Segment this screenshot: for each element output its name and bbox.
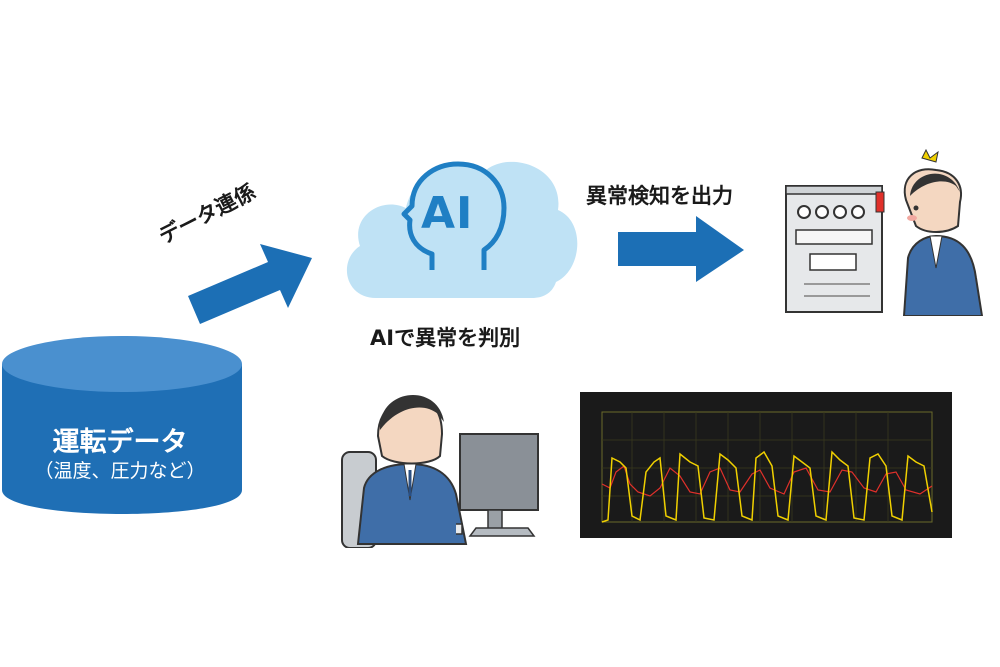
cloud-ai-text: AI — [421, 188, 474, 239]
cloud-ai-icon — [346, 161, 578, 298]
output-label: 異常検知を出力 — [586, 184, 733, 208]
ai-judge-label: AIで異常を判別 — [370, 326, 521, 350]
machine-panel-icon — [785, 185, 885, 313]
diagonal-arrow-icon — [188, 244, 312, 324]
surprised-person-icon — [902, 148, 984, 316]
office-worker-icon — [341, 395, 468, 548]
trend-chart-icon — [580, 392, 952, 538]
database-icon — [2, 336, 242, 514]
horizontal-arrow-icon — [618, 216, 744, 282]
database-title: 運転データ — [52, 427, 188, 458]
database-subtitle: （温度、圧力など） — [34, 460, 206, 482]
monitor-icon — [456, 433, 539, 537]
